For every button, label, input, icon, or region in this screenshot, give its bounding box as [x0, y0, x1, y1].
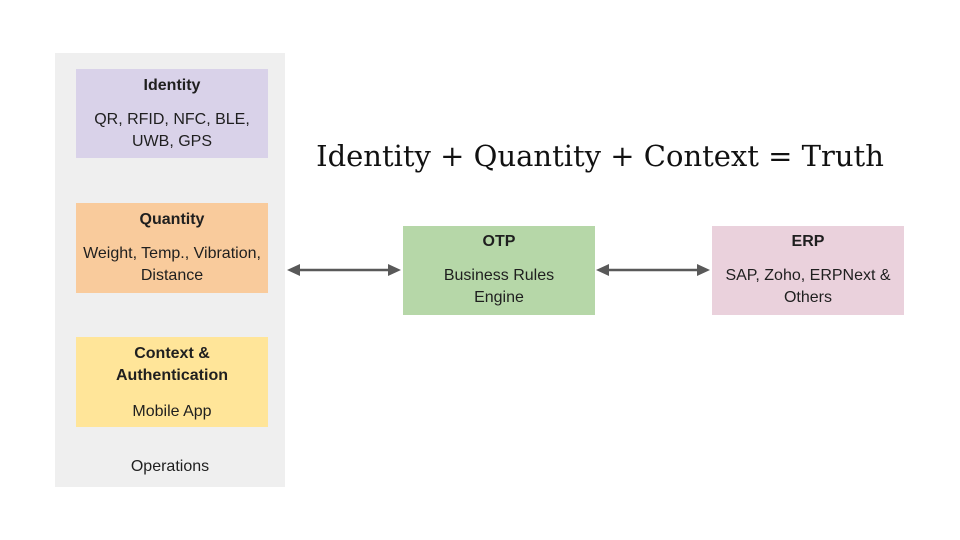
arrow-otp-erp [596, 264, 710, 276]
identity-box: Identity QR, RFID, NFC, BLE, UWB, GPS [76, 69, 268, 158]
quantity-body: Weight, Temp., Vibration, Distance [83, 245, 261, 284]
context-box: Context & Authentication Mobile App [76, 337, 268, 427]
otp-title: OTP [482, 233, 516, 250]
erp-box: ERP SAP, Zoho, ERPNext & Others [712, 226, 904, 315]
quantity-title: Quantity [139, 211, 205, 228]
operations-label: Operations [130, 458, 210, 475]
erp-title: ERP [791, 233, 825, 250]
arrow-operations-otp [287, 264, 401, 276]
otp-box: OTP Business Rules Engine [403, 226, 595, 315]
identity-body: QR, RFID, NFC, BLE, UWB, GPS [94, 111, 250, 150]
identity-title: Identity [143, 77, 201, 94]
otp-body: Business Rules Engine [443, 267, 555, 306]
context-body: Mobile App [132, 403, 212, 420]
erp-body: SAP, Zoho, ERPNext & Others [725, 267, 891, 306]
context-title: Context & Authentication [116, 345, 228, 384]
quantity-box: Quantity Weight, Temp., Vibration, Dista… [76, 203, 268, 293]
headline: Identity + Quantity + Context = Truth [316, 139, 884, 173]
